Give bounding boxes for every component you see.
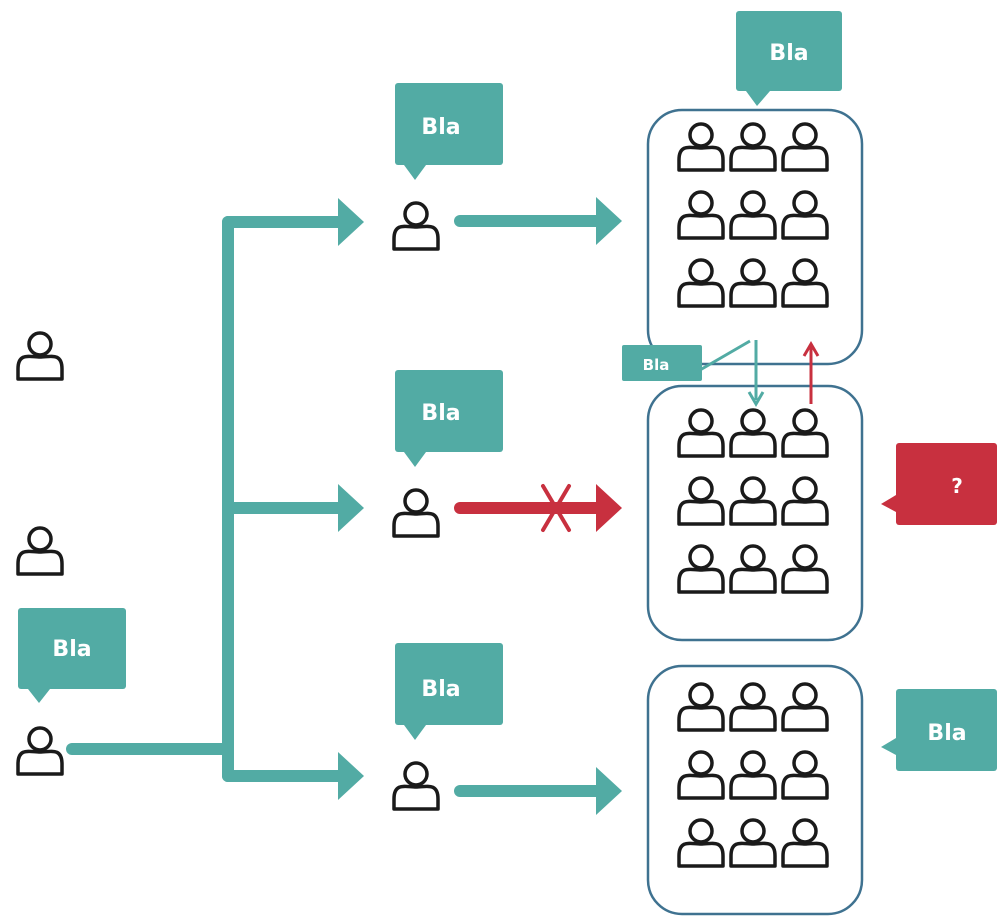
- bottom-person-speech-bubble: Bla: [395, 643, 503, 740]
- crowds: [677, 122, 829, 868]
- arrowhead-bottom: [338, 752, 364, 800]
- source-bubble-label: Bla: [52, 637, 91, 662]
- source-person-icon: [16, 726, 64, 776]
- top-person-speech-bubble: Bla: [395, 83, 503, 180]
- top-group-bubble-label: Bla: [769, 41, 808, 66]
- arrowhead-top: [338, 198, 364, 246]
- middle-person-bubble-label: Bla: [421, 401, 460, 426]
- arrowhead-middle: [338, 484, 364, 532]
- top-person-bubble-label: Bla: [421, 115, 460, 140]
- bystander-person-1-icon: [16, 331, 64, 381]
- x-mark-icon: [541, 484, 571, 532]
- bottom-person-icon: [392, 761, 440, 811]
- top-group-speech-bubble: Bla: [736, 11, 842, 106]
- arrow-bottom-to-group: [454, 767, 622, 815]
- top-person-icon: [392, 201, 440, 251]
- middle-person-speech-bubble: Bla: [395, 370, 503, 467]
- branch-tree: [66, 216, 348, 782]
- question-bubble-label: ?: [951, 474, 963, 498]
- between-groups-speech-bubble: Bla: [622, 339, 751, 381]
- exchange-arrows: [747, 340, 820, 407]
- bystander-person-2-icon: [16, 526, 64, 576]
- arrow-top-to-group: [454, 197, 622, 245]
- source-speech-bubble: Bla: [18, 608, 126, 703]
- bottom-group-speech-bubble: Bla: [881, 689, 997, 771]
- bottom-person-bubble-label: Bla: [421, 677, 460, 702]
- bottom-group-bubble-label: Bla: [927, 721, 966, 746]
- arrow-middle-blocked: [454, 484, 622, 532]
- middle-person-icon: [392, 488, 440, 538]
- middle-group-question-bubble: ?: [881, 443, 997, 525]
- between-groups-bubble-label: Bla: [643, 356, 670, 374]
